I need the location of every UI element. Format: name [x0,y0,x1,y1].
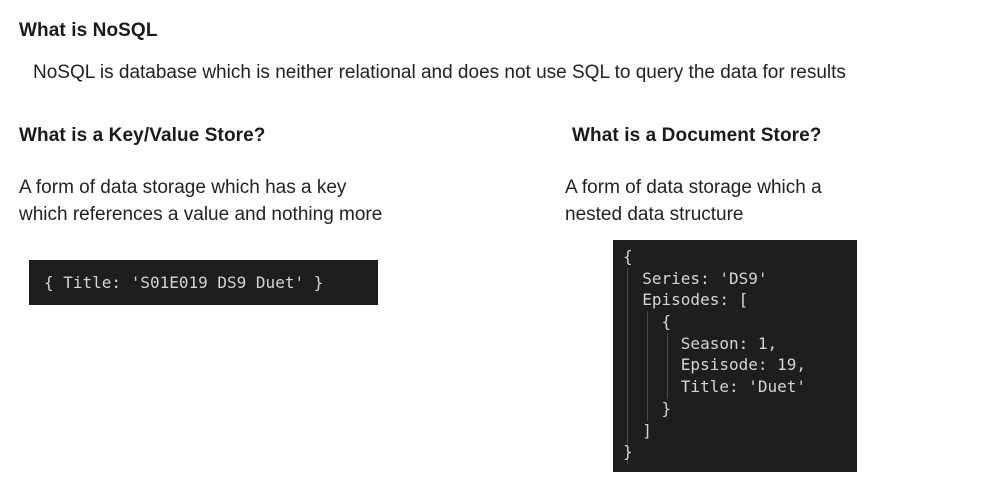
code-line: Title: 'Duet' [623,377,807,397]
key-value-code-block: { Title: 'S01E019 DS9 Duet' } [29,260,378,305]
key-value-heading: What is a Key/Value Store? [19,125,266,146]
code-line: ] [623,420,652,440]
document-description-line: A form of data storage which a [565,177,822,198]
key-value-description: A form of data storage which has a key w… [19,174,382,228]
code-line: } [623,398,672,418]
indent-guide [667,333,668,399]
code-line: Episodes: [ [623,290,749,310]
code-line: { [623,247,633,266]
document-heading: What is a Document Store? [572,125,822,146]
code-line: Epsisode: 19, [623,355,807,375]
indent-guide [647,311,648,421]
code-line: Season: 1, [623,333,778,353]
code-line: { [623,312,672,332]
indent-guide [627,268,628,464]
document-description-line: nested data structure [565,204,744,225]
code-line: Series: 'DS9' [623,268,768,288]
nosql-heading: What is NoSQL [19,20,158,41]
key-value-description-line: A form of data storage which has a key [19,177,347,198]
document-code-block: { Series: 'DS9' Episodes: [ { Season: 1,… [613,240,857,472]
document-description: A form of data storage which a nested da… [565,174,822,228]
key-value-description-line: which references a value and nothing mor… [19,204,383,225]
code-line: } [623,442,633,462]
nosql-description: NoSQL is database which is neither relat… [33,62,846,83]
key-value-code-text: { Title: 'S01E019 DS9 Duet' } [44,273,324,292]
